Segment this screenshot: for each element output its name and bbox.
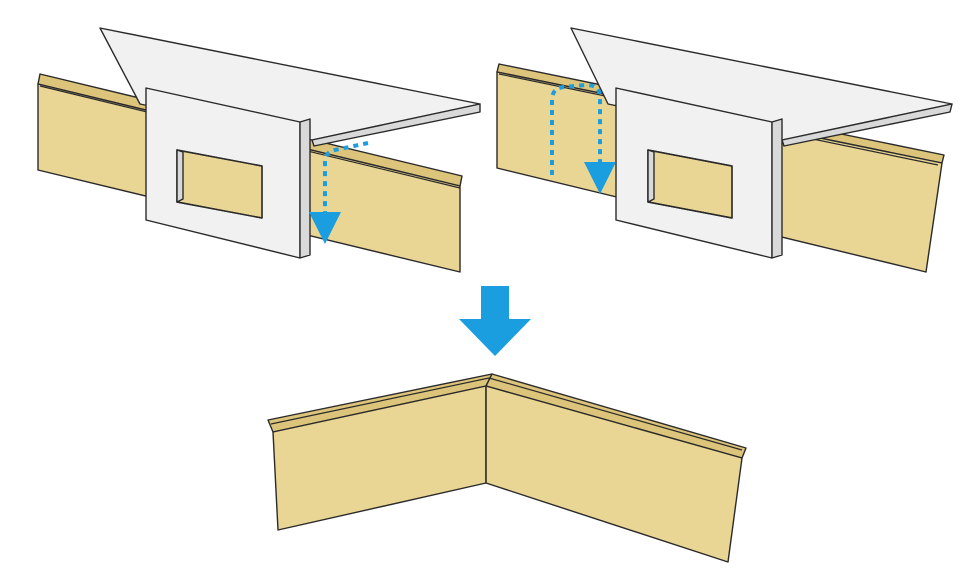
right-trace-arrow-icon xyxy=(550,82,616,194)
result-mitered-inside-corner xyxy=(267,373,747,563)
left-miter-template xyxy=(99,27,481,259)
right-miter-template xyxy=(570,27,953,259)
step-right-template-on-molding xyxy=(496,27,953,273)
left-trace-arrow-icon xyxy=(309,141,369,244)
down-arrow-icon xyxy=(459,286,531,356)
step-left-template-on-molding xyxy=(37,27,481,273)
